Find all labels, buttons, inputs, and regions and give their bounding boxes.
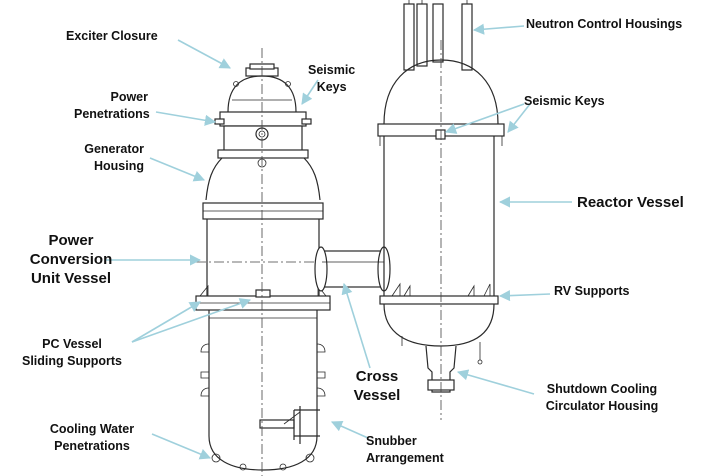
- cross-vessel-line-1: Cross: [355, 368, 399, 385]
- shutdown-cooling-line-1: Shutdown Cooling: [546, 382, 658, 396]
- cross-vessel-drawing: [314, 246, 391, 292]
- cross-vessel-label: Cross Vessel: [344, 367, 410, 405]
- neutron-control-housings-label: Neutron Control Housings: [526, 17, 683, 31]
- pc-vessel-sliding-supports-label: PC Vessel Sliding Supports: [8, 336, 136, 370]
- snubber-line-2: Arrangement: [366, 451, 444, 465]
- seismic-keys-left-line-2: Keys: [316, 80, 347, 94]
- leader-lines: [105, 23, 572, 460]
- pcu-vessel-line-2: Conversion: [29, 251, 113, 268]
- power-penetrations-label: Power Penetrations: [74, 89, 150, 123]
- generator-housing-line-2: Housing: [94, 159, 144, 173]
- seismic-keys-right-label: Seismic Keys: [524, 94, 605, 108]
- reactor-vessel-drawing: [377, 0, 505, 420]
- snubber-arrangement-label: Snubber Arrangement: [366, 433, 444, 467]
- pcu-vessel-line-3: Unit Vessel: [30, 270, 112, 287]
- power-penetrations-line-2: Penetrations: [74, 107, 150, 121]
- seismic-keys-left-line-1: Seismic: [308, 63, 356, 77]
- reactor-vessel-label: Reactor Vessel: [577, 194, 684, 211]
- shutdown-cooling-line-2: Circulator Housing: [545, 399, 659, 413]
- snubber-line-1: Snubber: [366, 434, 417, 448]
- rv-supports-label: RV Supports: [554, 284, 630, 298]
- power-conversion-unit-vessel-label: Power Conversion Unit Vessel: [24, 231, 118, 288]
- cooling-water-line-2: Penetrations: [54, 439, 130, 453]
- pc-vessel-line-2: Sliding Supports: [22, 354, 122, 368]
- shutdown-cooling-circulator-housing-label: Shutdown Cooling Circulator Housing: [536, 381, 668, 415]
- pc-vessel-line-1: PC Vessel: [42, 337, 102, 351]
- generator-housing-line-1: Generator: [84, 142, 144, 156]
- cooling-water-line-1: Cooling Water: [49, 422, 135, 436]
- cross-vessel-line-2: Vessel: [353, 387, 401, 404]
- exciter-closure-label: Exciter Closure: [66, 29, 158, 43]
- pcu-vessel-line-1: Power: [48, 232, 94, 249]
- seismic-keys-left-label: Seismic Keys: [308, 62, 355, 96]
- power-conversion-unit-vessel-drawing: [195, 48, 331, 476]
- generator-housing-label: Generator Housing: [60, 141, 144, 175]
- cooling-water-penetrations-label: Cooling Water Penetrations: [38, 421, 146, 455]
- power-penetrations-line-1: Power: [110, 90, 148, 104]
